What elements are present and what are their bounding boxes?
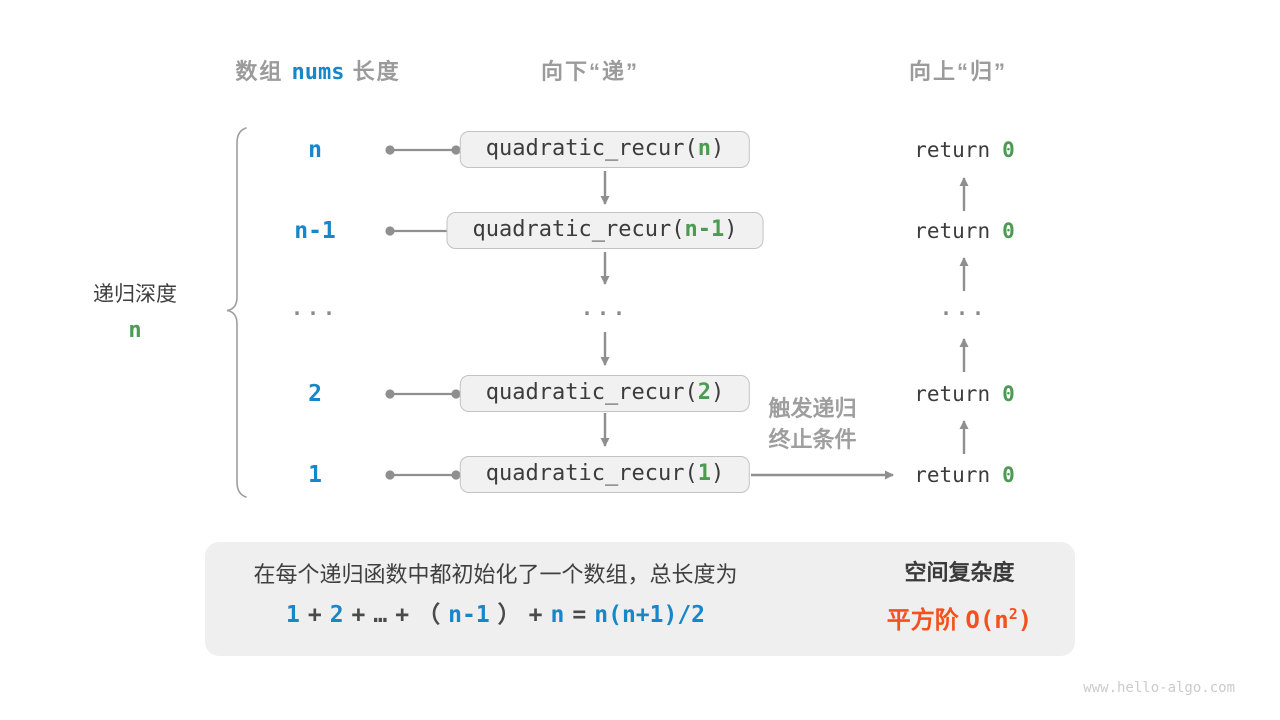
call-box-1: quadratic_recur(1): [459, 456, 751, 493]
call-arg: n: [697, 136, 711, 161]
header-array-length: 数组 nums 长度: [198, 57, 438, 87]
summary-description: 在每个递归函数中都初始化了一个数组，总长度为: [253, 562, 738, 587]
formula-token: +: [395, 602, 410, 628]
header-ascend: 向上“归”: [908, 59, 1007, 84]
complexity-exponent: 2: [1008, 605, 1018, 623]
call-arg: 2: [697, 380, 711, 405]
watermark-url: www.hello-algo.com: [1083, 680, 1235, 696]
row-label-2: 2: [308, 381, 322, 407]
formula-token: n: [550, 602, 565, 628]
ellipsis-returns: ...: [939, 296, 989, 320]
trigger-note-line2: 终止条件: [768, 427, 857, 452]
depth-label-text: 递归深度: [93, 283, 177, 306]
call-close: ): [724, 217, 738, 242]
row-label-n: n: [308, 137, 322, 163]
formula-token: 2: [329, 602, 344, 628]
formula-token: ）: [497, 602, 521, 628]
return-value: 0: [1002, 382, 1015, 406]
formula-token: =: [572, 602, 587, 628]
return-statement-n: return 0: [862, 136, 1067, 164]
formula-token: 1: [285, 602, 300, 628]
row-label-n-1: n-1: [294, 218, 336, 244]
complexity-notation: O(n2): [965, 605, 1033, 634]
depth-brace: [226, 127, 247, 498]
complexity-order-label: 平方阶: [886, 607, 959, 634]
array-label-suffix: 长度: [352, 59, 401, 84]
return-keyword: return: [914, 219, 991, 243]
formula-token: +: [351, 602, 366, 628]
depth-label-value: n: [128, 318, 142, 343]
call-close: ): [710, 461, 725, 486]
formula-token: +: [307, 602, 322, 628]
summary-formula: 1 +2 + … + （ n-1 ） + n = n(n+1)/2: [213, 599, 778, 631]
return-value: 0: [1002, 219, 1015, 243]
return-keyword: return: [914, 382, 991, 406]
formula-token: +: [528, 602, 543, 628]
trigger-note-line1: 触发递归: [768, 396, 857, 421]
return-statement-1: return 0: [862, 461, 1067, 489]
space-complexity-value: 平方阶 O(n2): [862, 598, 1057, 634]
space-complexity-title: 空间复杂度: [904, 560, 1015, 585]
header-descend: 向下“递”: [540, 59, 639, 84]
call-text: quadratic_recur(: [485, 380, 698, 405]
array-label-prefix: 数组: [235, 59, 284, 84]
call-arg: n-1: [684, 217, 725, 242]
call-box-n: quadratic_recur(n): [459, 131, 751, 168]
return-keyword: return: [914, 463, 991, 487]
call-arg: 1: [697, 461, 711, 486]
call-text: quadratic_recur(: [472, 217, 685, 242]
call-text: quadratic_recur(: [485, 461, 698, 486]
return-value: 0: [1002, 138, 1015, 162]
formula-token: …: [373, 602, 388, 628]
formula-token: （: [417, 602, 441, 628]
call-close: ): [710, 136, 725, 161]
formula-token: n-1: [448, 602, 490, 628]
call-text: quadratic_recur(: [485, 136, 698, 161]
summary-panel: [205, 542, 1075, 656]
return-statement-2: return 0: [862, 380, 1067, 408]
ellipsis-labels: ...: [290, 296, 340, 320]
call-box-2: quadratic_recur(2): [459, 375, 751, 412]
ellipsis-calls: ...: [580, 296, 630, 320]
return-value: 0: [1002, 463, 1015, 487]
return-keyword: return: [914, 138, 991, 162]
call-close: ): [710, 380, 725, 405]
call-box-n-1: quadratic_recur(n-1): [446, 212, 764, 249]
row-label-1: 1: [308, 462, 322, 488]
formula-token: n(n+1)/2: [594, 602, 706, 628]
array-var-name: nums: [291, 60, 345, 85]
return-statement-n-1: return 0: [862, 217, 1067, 245]
